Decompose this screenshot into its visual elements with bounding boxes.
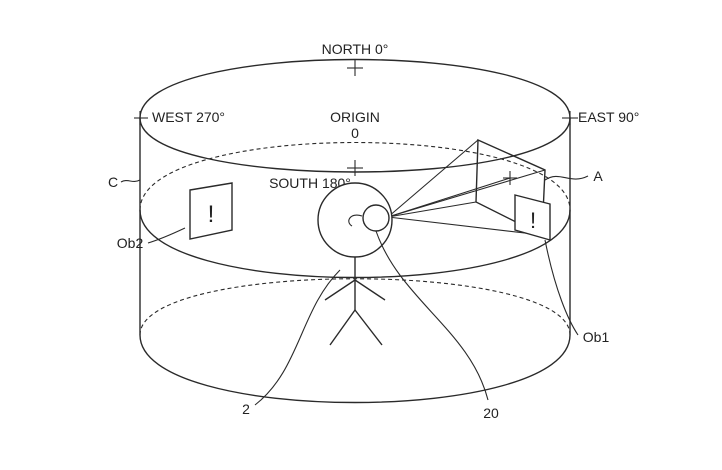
ref-label-c: C <box>108 174 118 190</box>
east-label: EAST 90° <box>578 109 639 125</box>
origin-value: 0 <box>351 125 359 141</box>
ref-label-ob2: Ob2 <box>117 235 144 251</box>
ref-label-device: 20 <box>483 405 499 421</box>
object-ob1: ! <box>515 195 550 240</box>
frustum-center-line <box>388 178 510 217</box>
object-ob2: ! <box>190 183 232 239</box>
ref-label-ob1: Ob1 <box>583 329 610 345</box>
origin-label: ORIGIN <box>330 109 380 125</box>
ref-label-a: A <box>593 168 603 184</box>
object-ob1-glyph: ! <box>530 208 536 233</box>
ref-label-user: 2 <box>242 401 250 417</box>
north-label: NORTH 0° <box>322 41 389 57</box>
cylinder-bottom-front <box>140 335 570 403</box>
device-20 <box>363 205 389 231</box>
west-label: WEST 270° <box>152 109 225 125</box>
object-ob2-glyph: ! <box>208 201 215 228</box>
